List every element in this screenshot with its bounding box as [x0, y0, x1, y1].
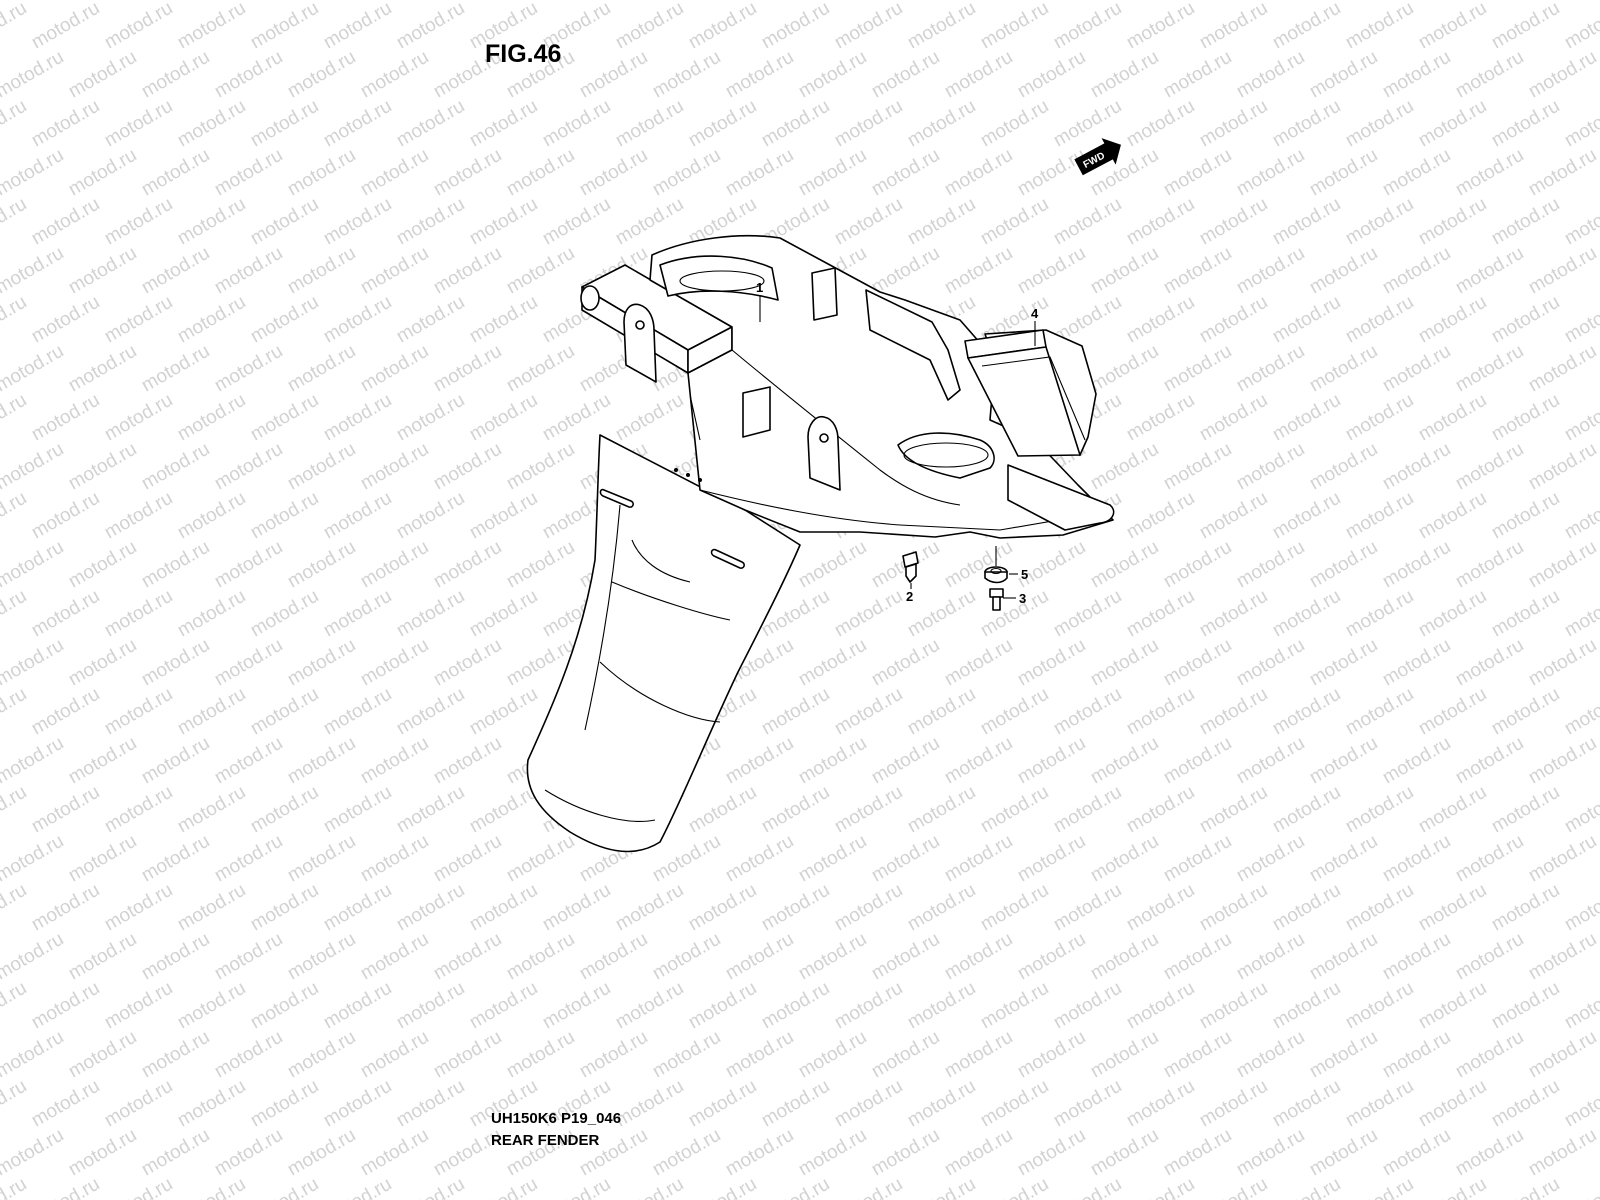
callout-2: 2	[906, 589, 913, 604]
clip-part	[902, 551, 919, 583]
nut-part	[984, 566, 1008, 584]
fwd-arrow-icon: FWD	[1074, 138, 1121, 176]
rear-fender-part	[526, 234, 1115, 853]
figure-caption: REAR FENDER	[491, 1132, 600, 1149]
callout-1: 1	[756, 280, 763, 295]
bolt-part	[989, 588, 1004, 611]
callout-3: 3	[1019, 591, 1026, 606]
callout-5: 5	[1021, 567, 1028, 582]
figure-footer: UH150K6 P19_046 REAR FENDER	[491, 1108, 621, 1152]
fender-plate-part	[964, 329, 1097, 457]
figure-title: FIG.46	[485, 40, 562, 68]
callout-4: 4	[1031, 306, 1039, 321]
leader-lines	[759, 295, 1036, 599]
model-code: UH150K6 P19_046	[491, 1110, 622, 1127]
